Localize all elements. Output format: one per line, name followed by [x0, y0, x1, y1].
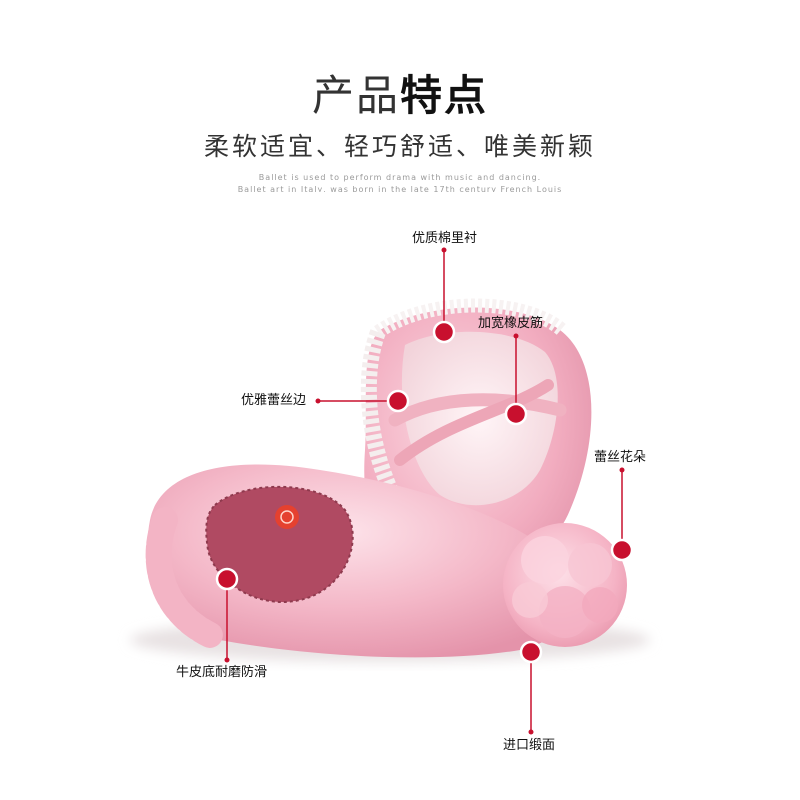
callout-lines: [226, 250, 623, 732]
label-lining: 优质棉里衬: [412, 231, 478, 246]
marker-satin-end: [528, 729, 534, 735]
marker-lace-flower-end: [619, 467, 625, 473]
marker-lace-edge-end: [315, 398, 321, 404]
flower-petal-4: [512, 582, 548, 618]
flower-petal-1: [521, 536, 569, 584]
brand-logo-button: [275, 505, 299, 529]
page-title: 产品特点: [0, 68, 800, 124]
flower-petal-2: [568, 543, 612, 587]
marker-lining: [432, 320, 456, 344]
front-ruffle: [145, 507, 223, 648]
title-light: 产品: [311, 71, 400, 120]
marker-lace-edge: [386, 389, 410, 413]
title-bold: 特点: [400, 71, 489, 120]
label-sole: 牛皮底耐磨防滑: [176, 665, 268, 680]
flower-petal-3: [539, 586, 591, 638]
label-satin: 进口缎面: [503, 738, 556, 753]
label-lace-edge: 优雅蕾丝边: [241, 393, 307, 408]
brand-logo-mark: [280, 510, 294, 524]
marker-sole-end: [224, 657, 230, 663]
marker-elastic: [504, 402, 528, 426]
elastic-band-1: [388, 393, 567, 427]
marker-satin: [519, 640, 543, 664]
description-line-2: Ballet art in Italy, was born in the lat…: [237, 185, 563, 192]
flower-petal-5: [582, 587, 618, 623]
label-lace-flower: 蕾丝花朵: [594, 450, 647, 465]
marker-sole: [215, 567, 239, 591]
suede-sole-patch: [206, 486, 353, 602]
front-shoe: [145, 464, 575, 658]
label-elastic: 加宽橡皮筋: [478, 316, 544, 331]
description-line-1: Ballet is used to perform drama with mus…: [258, 173, 542, 182]
marker-elastic-end: [513, 333, 519, 339]
sole-stitching: [205, 485, 354, 603]
marker-lace-flower: [610, 538, 634, 562]
elastic-band-2: [394, 379, 554, 466]
lace-flower-pompom: [503, 523, 627, 647]
callout-markers: [215, 247, 634, 735]
back-lace-rim-top: [374, 298, 567, 338]
marker-lining-end: [441, 247, 447, 253]
page-subtitle: 柔软适宜、轻巧舒适、唯美新颖: [203, 132, 596, 161]
